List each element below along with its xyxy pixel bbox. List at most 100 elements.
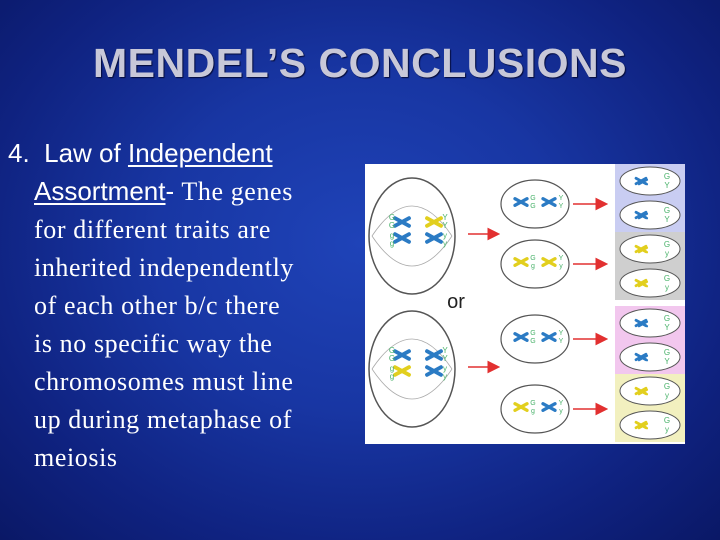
allele-label: g [390,364,394,373]
allele-label: Y [442,354,448,363]
definition-line-5: is no specific way the [34,329,273,358]
blue-chromosome [393,232,411,244]
chromatid [425,232,443,244]
allele-label: y [665,391,669,400]
chromatid [513,402,529,412]
definition-line-3: inherited independently [34,253,294,282]
law-dash: - [165,176,182,206]
or-label: or [447,291,465,313]
mother-cell-top [368,177,456,295]
allele-label: Y [559,255,564,262]
yellow-chromosome [393,365,411,377]
gamete-cell [619,200,681,230]
allele-label: y [665,283,669,292]
chromatid [637,280,649,288]
gamete-cell [619,376,681,406]
definition-line-6: chromosomes must line [34,367,294,396]
allele-label: G [389,221,395,230]
allele-label: Y [559,203,564,210]
chromatid [637,388,649,396]
chromatid [637,212,649,220]
chromatid [393,216,411,228]
allele-label: Y [664,357,670,366]
definition-line-1: The genes [181,177,293,206]
blue-chromosome [393,216,411,228]
spindle-fiber [371,235,453,267]
chromatid [541,402,557,412]
blue-chromosome [425,349,443,361]
allele-label: y [443,372,447,381]
chromatid [425,216,443,228]
allele-label: G [664,240,670,249]
allele-label: G [664,416,670,425]
gamete-cell [619,234,681,264]
slide-body: 4. Law of Independent Assortment- The ge… [8,134,348,477]
allele-label: G [664,274,670,283]
chromatid [425,349,443,361]
allele-label: g [531,263,535,270]
yellow-chromosome [425,216,443,228]
law-term-line: Assortment- The genes [8,172,348,211]
chromosome [513,257,529,267]
daughter-cell [500,239,570,289]
allele-label: Y [559,400,564,407]
chromatid [393,365,411,377]
chromosome [541,332,557,342]
chromatid [637,246,649,254]
allele-label: G [530,255,535,262]
chromosome [637,422,649,430]
law-prefix: Law of [44,138,128,168]
chromosome [637,320,649,328]
chromatid [393,232,411,244]
spindle-fiber [371,205,453,237]
chromosome [637,280,649,288]
gamete-cell [619,410,681,440]
allele-label: G [664,314,670,323]
allele-label: G [664,172,670,181]
allele-label: Y [664,215,670,224]
allele-label: G [389,354,395,363]
allele-label: G [389,346,395,355]
allele-label: G [389,213,395,222]
chromatid [541,197,557,207]
chromosome [513,332,529,342]
allele-label: Y [559,195,564,202]
allele-label: G [530,338,535,345]
allele-label: G [530,195,535,202]
allele-label: G [530,203,535,210]
allele-label: Y [442,346,448,355]
allele-label: G [664,206,670,215]
chromosome [637,388,649,396]
gamete-cell [619,342,681,372]
chromosome [513,197,529,207]
chromosome [541,257,557,267]
chromatid [541,332,557,342]
chromosome [637,246,649,254]
allele-label: Y [442,221,448,230]
allele-label: y [443,364,447,373]
allele-label: y [559,263,563,270]
chromatid [541,257,557,267]
chromatid [513,197,529,207]
law-heading-line: 4. Law of Independent [8,134,348,172]
point-number: 4. [8,138,30,168]
chromatid [513,257,529,267]
allele-label: y [443,231,447,240]
allele-label: y [559,408,563,415]
blue-chromosome [425,365,443,377]
allele-label: Y [559,330,564,337]
chromatid [637,354,649,362]
allele-label: g [390,231,394,240]
allele-label: Y [442,213,448,222]
chromatid [393,349,411,361]
allele-label: G [664,348,670,357]
definition-line-2: for different traits are [34,215,271,244]
allele-label: y [443,239,447,248]
allele-label: Y [559,338,564,345]
law-term-independent: Independent [127,138,273,168]
chromosome [637,354,649,362]
allele-label: y [665,249,669,258]
chromosome [513,402,529,412]
gamete-cell [619,308,681,338]
blue-chromosome [393,349,411,361]
